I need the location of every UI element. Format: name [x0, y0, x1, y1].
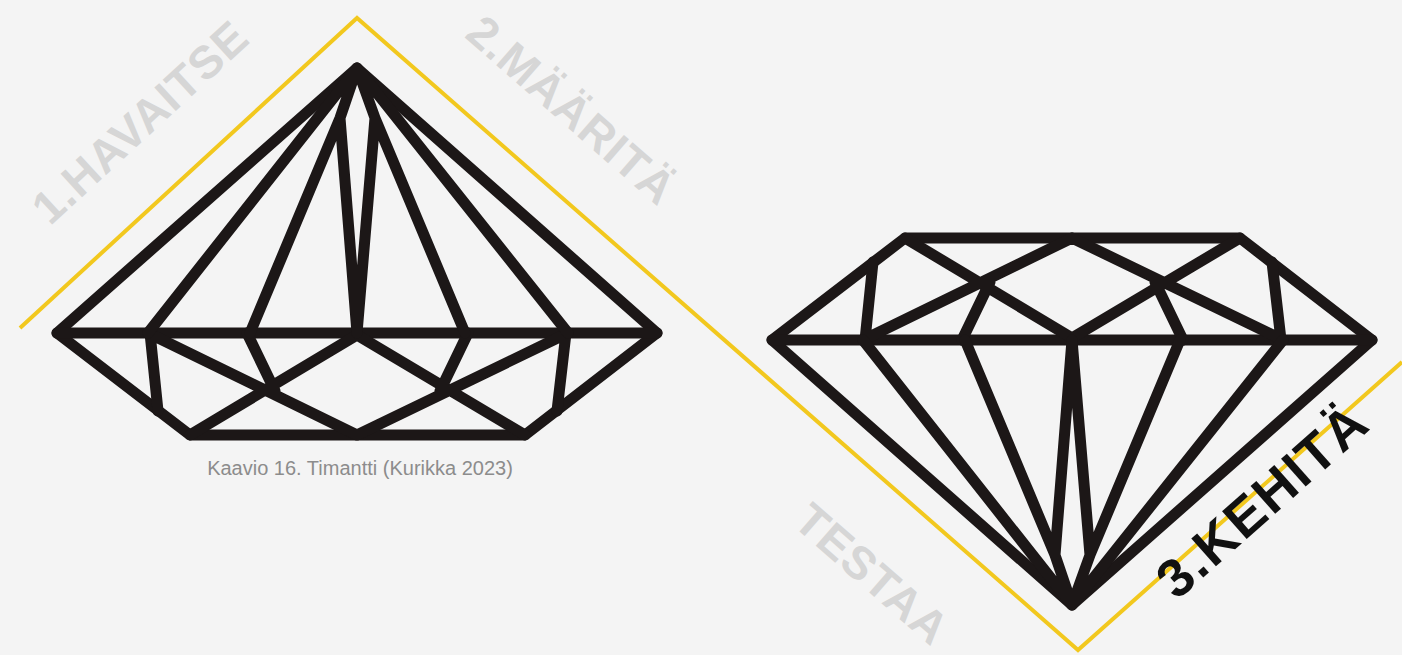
stage-label-active: 3.KEHITÄ	[1146, 393, 1378, 607]
figure-caption: Kaavio 16. Timantti (Kurikka 2023)	[207, 456, 513, 480]
stage-label: 1.HAVAITSE	[24, 12, 257, 231]
process-path-line	[20, 18, 1402, 650]
stage-label: TESTAA	[787, 495, 958, 653]
stage-label: 2.MÄÄRITÄ	[459, 7, 685, 213]
